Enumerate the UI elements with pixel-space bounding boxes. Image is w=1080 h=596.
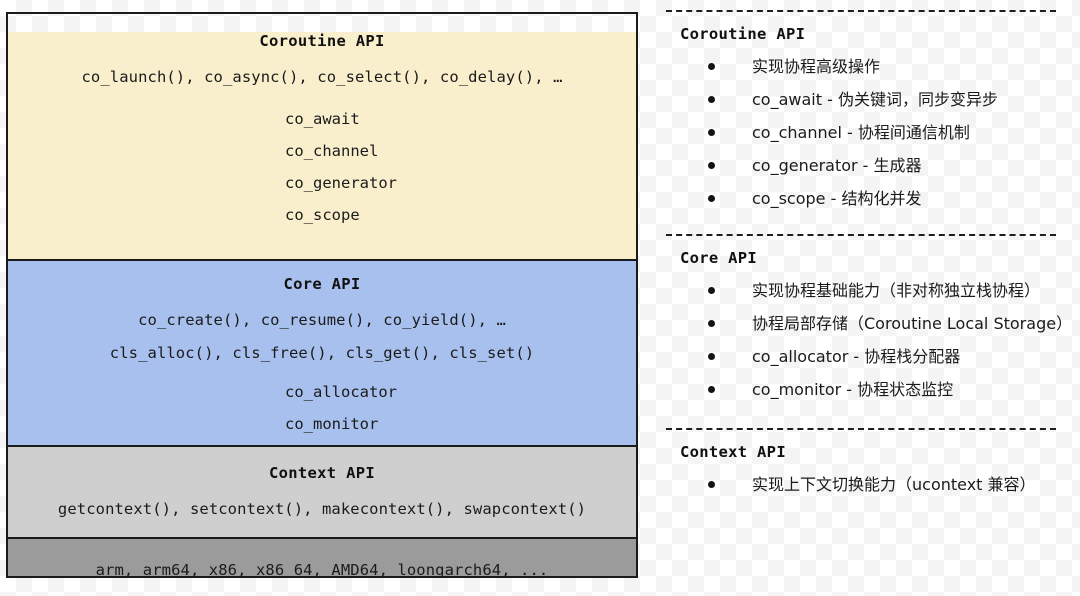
bullet-icon [708,320,715,327]
legend-item: 协程局部存储（Coroutine Local Storage） [666,307,1072,340]
legend-item-label: co_await - 伪关键词，同步变异步 [752,90,998,109]
legend-item-label: co_generator - 生成器 [752,156,922,175]
layer-item-co-generator: co_generator [285,174,397,192]
layer-item-co-await: co_await [285,110,360,128]
layer-title-context-api: Context API [269,464,375,482]
legend-item-label: 实现协程基础能力（非对称独立栈协程） [752,281,1041,300]
legend-item: co_await - 伪关键词，同步变异步 [666,83,1066,116]
legend-item-label: co_allocator - 协程栈分配器 [752,347,961,366]
legend-section-coroutine-api: Coroutine API 实现协程高级操作 co_await - 伪关键词，同… [666,10,1066,215]
bullet-icon [708,386,715,393]
bullet-icon [708,96,715,103]
legend-title-core-api: Core API [680,249,758,267]
layer-item-co-channel: co_channel [285,142,379,160]
bullet-icon [708,162,715,169]
layer-architectures: arm, arm64, x86, x86_64, AMD64, loongarc… [8,537,636,578]
legend-item-label: 实现协程高级操作 [752,57,881,76]
bullet-icon [708,353,715,360]
legend-list-coroutine-api: 实现协程高级操作 co_await - 伪关键词，同步变异步 co_channe… [666,50,1066,215]
legend-divider-top [666,10,1056,12]
layer-item-co-allocator: co_allocator [285,383,397,401]
layer-item-list-core-api: co_allocator co_monitor [8,376,636,440]
legend-item: co_monitor - 协程状态监控 [666,373,1066,406]
legend-title-context-api: Context API [680,443,786,461]
bullet-icon [708,287,715,294]
layer-stack-diagram: Coroutine API co_launch(), co_async(), c… [6,12,638,578]
legend-list-core-api: 实现协程基础能力（非对称独立栈协程） 协程局部存储（Coroutine Loca… [666,274,1072,406]
layer-functions-coroutine-api: co_launch(), co_async(), co_select(), co… [81,68,563,86]
legend-item: co_channel - 协程间通信机制 [666,116,1066,149]
legend-item-label: co_monitor - 协程状态监控 [752,380,954,399]
layer-title-core-api: Core API [283,275,361,293]
legend-section-context-api: Context API 实现上下文切换能力（ucontext 兼容） [666,428,1066,501]
legend-item: 实现上下文切换能力（ucontext 兼容） [666,468,1066,501]
layer-functions-core-api-2: cls_alloc(), cls_free(), cls_get(), cls_… [109,344,535,362]
layer-context-api: Context API getcontext(), setcontext(), … [8,445,636,537]
legend-item-label: co_channel - 协程间通信机制 [752,123,970,142]
legend-item-label: 协程局部存储（Coroutine Local Storage） [752,314,1073,333]
legend-item: 实现协程高级操作 [666,50,1066,83]
legend-item: co_scope - 结构化并发 [666,182,1066,215]
legend-panel: Coroutine API 实现协程高级操作 co_await - 伪关键词，同… [666,0,1072,596]
legend-list-context-api: 实现上下文切换能力（ucontext 兼容） [666,468,1066,501]
legend-item: co_generator - 生成器 [666,149,1066,182]
layer-item-list-coroutine-api: co_await co_channel co_generator co_scop… [8,103,636,231]
legend-item: co_allocator - 协程栈分配器 [666,340,1066,373]
legend-title-coroutine-api: Coroutine API [680,25,806,43]
layer-coroutine-api: Coroutine API co_launch(), co_async(), c… [8,32,636,259]
legend-item-label: 实现上下文切换能力（ucontext 兼容） [752,475,1036,494]
legend-section-core-api: Core API 实现协程基础能力（非对称独立栈协程） 协程局部存储（Corou… [666,234,1072,406]
bullet-icon [708,481,715,488]
bullet-icon [708,129,715,136]
layer-functions-core-api-1: co_create(), co_resume(), co_yield(), … [138,311,506,329]
layer-functions-context-api: getcontext(), setcontext(), makecontext(… [57,500,587,518]
layer-architecture-list: arm, arm64, x86, x86_64, AMD64, loongarc… [95,561,549,578]
bullet-icon [708,63,715,70]
layer-item-co-scope: co_scope [285,206,360,224]
layer-title-coroutine-api: Coroutine API [259,32,385,50]
legend-item-label: co_scope - 结构化并发 [752,189,922,208]
bullet-icon [708,195,715,202]
layer-item-co-monitor: co_monitor [285,415,379,433]
layer-core-api: Core API co_create(), co_resume(), co_yi… [8,259,636,445]
legend-divider-middle [666,234,1056,236]
legend-divider-bottom [666,428,1056,430]
legend-item: 实现协程基础能力（非对称独立栈协程） [666,274,1066,307]
